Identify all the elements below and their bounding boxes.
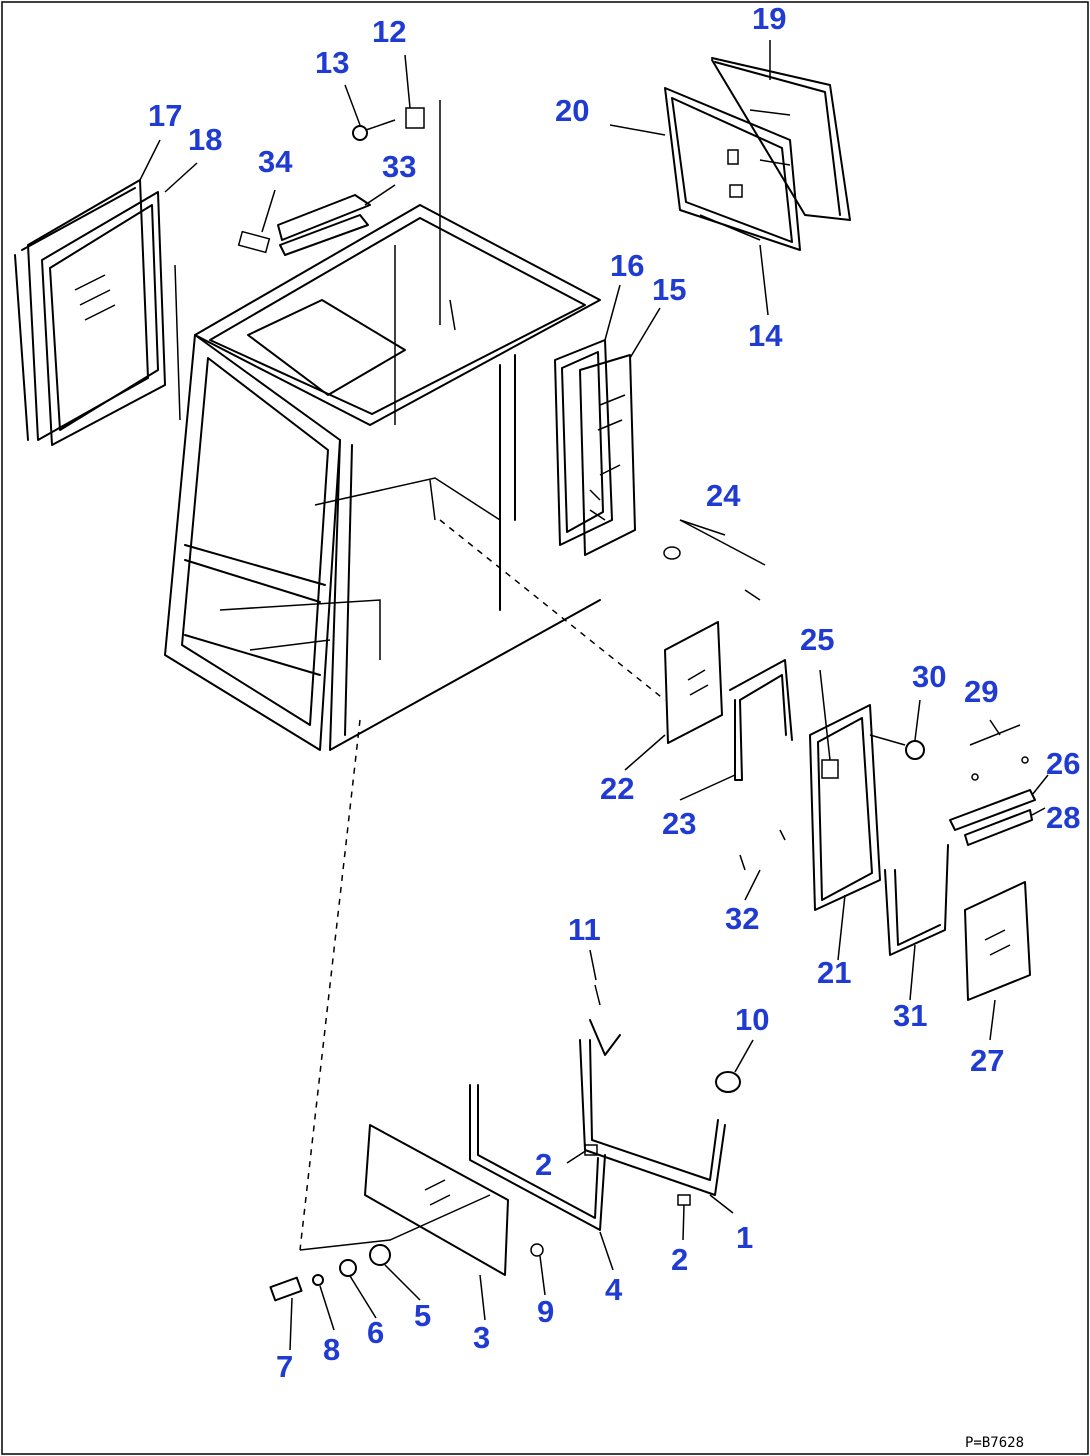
callout-4: 4 (605, 1272, 623, 1307)
part-3-glass (364, 1124, 509, 1276)
part-9-washer (530, 1243, 544, 1257)
part-2-stop-a (584, 1144, 598, 1156)
part-15-glass (579, 354, 636, 556)
part-17-seal (27, 179, 149, 441)
callout-8: 8 (323, 1332, 340, 1367)
callout-10: 10 (735, 1002, 769, 1037)
callout-3: 3 (473, 1320, 490, 1355)
callout-20: 20 (555, 93, 589, 128)
part-6-washer (339, 1259, 357, 1277)
callout-13: 13 (315, 45, 349, 80)
part-31-seal (884, 844, 949, 956)
callout-14: 14 (748, 318, 783, 353)
assembly-guide-line-2 (439, 519, 666, 701)
part-30-knob (905, 740, 925, 760)
far-right-glass (949, 724, 1036, 1001)
callout-21: 21 (817, 955, 851, 990)
left-window-assembly (14, 179, 181, 446)
callout-12: 12 (372, 14, 406, 49)
callout-11: 11 (568, 912, 601, 947)
callout-17: 17 (148, 98, 182, 133)
part-19-glass (711, 57, 851, 221)
part-18-glass (41, 191, 166, 446)
part-33-strip (277, 194, 371, 241)
callout-5: 5 (414, 1298, 431, 1333)
part-26-strip (949, 789, 1036, 831)
part-7-bolt (269, 1276, 303, 1302)
callout-23: 23 (662, 806, 696, 841)
callout-7: 7 (276, 1349, 293, 1384)
rear-window-assembly (664, 57, 851, 251)
part-1-frame (579, 1039, 726, 1196)
callout-6: 6 (367, 1315, 384, 1350)
callout-29: 29 (964, 674, 998, 709)
part-28-strip (964, 809, 1033, 846)
part-12-clip (405, 107, 425, 129)
part-8-washer (312, 1274, 324, 1286)
lower-window-assembly (269, 984, 741, 1302)
part-32-fasteners (739, 829, 786, 871)
part-5-grommet (369, 1244, 391, 1266)
part-11-clip (594, 984, 601, 1006)
part-23-seal (729, 659, 793, 781)
part-27-glass (964, 881, 1031, 1001)
callout-18: 18 (188, 122, 222, 157)
callout-2-upper: 2 (535, 1147, 552, 1182)
assembly-guide-line (299, 719, 361, 1251)
cab-frame (164, 100, 601, 751)
callout-25: 25 (800, 622, 834, 657)
part-22-glass (664, 621, 723, 744)
callout-19: 19 (752, 1, 786, 36)
part-2-stop-b (677, 1194, 691, 1206)
front-right-glass (663, 519, 793, 781)
callout-33: 33 (382, 149, 416, 184)
callout-27: 27 (970, 1043, 1004, 1078)
callout-15: 15 (652, 272, 686, 307)
callout-1: 1 (736, 1220, 753, 1255)
callout-30: 30 (912, 659, 946, 694)
part-4-seal (469, 1084, 606, 1231)
part-29-screw (971, 773, 979, 781)
callout-26: 26 (1046, 746, 1080, 781)
callout-9: 9 (537, 1294, 554, 1329)
callout-22: 22 (600, 771, 634, 806)
callout-28: 28 (1046, 800, 1080, 835)
part-25-catch (821, 759, 839, 779)
callout-24: 24 (706, 478, 741, 513)
callout-34: 34 (258, 144, 293, 179)
part-10-knob (715, 1071, 741, 1093)
part-24-fastener (663, 546, 681, 560)
leader-lines (139, 40, 1049, 1351)
door-window-frame (739, 704, 949, 956)
side-window-assembly (554, 339, 636, 556)
callout-labels: 1 2 2 3 4 5 6 7 8 9 10 11 12 13 14 15 16… (148, 1, 1080, 1384)
callout-16: 16 (610, 248, 644, 283)
part-16-seal (554, 339, 613, 546)
part-34-pin (237, 230, 271, 254)
drawing-code: P=B7628 (965, 1435, 1024, 1451)
upper-small-parts (237, 107, 425, 256)
part-13-bolt (352, 125, 368, 141)
callout-32: 32 (725, 901, 759, 936)
callout-2-lower: 2 (671, 1242, 688, 1277)
callout-31: 31 (893, 998, 927, 1033)
part-20-seal (664, 87, 801, 251)
part-21-frame (809, 704, 881, 911)
